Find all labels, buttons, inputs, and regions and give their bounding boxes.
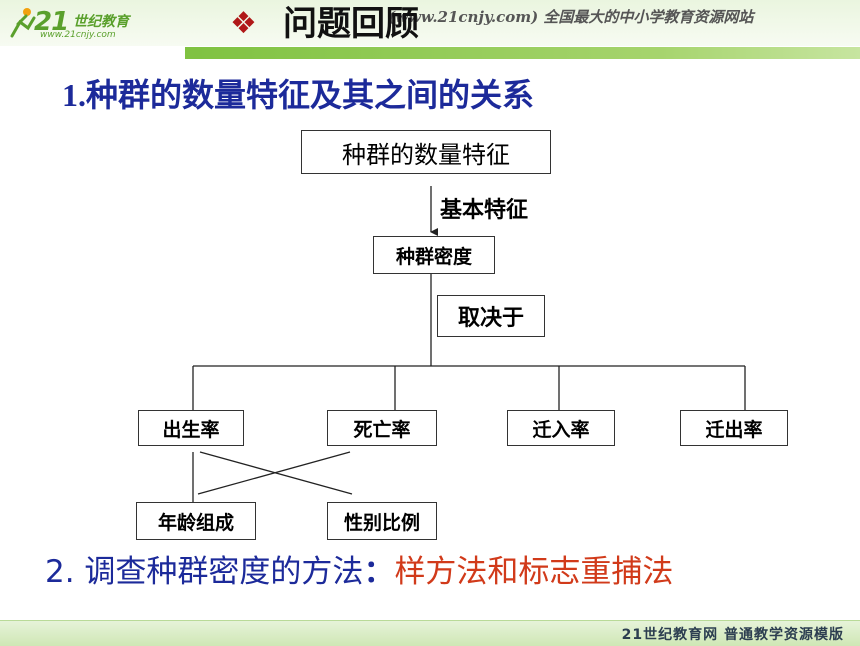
box-sex-ratio: 性别比例 <box>327 502 437 540</box>
question-2-answer: 样方法和标志重捕法 <box>394 554 674 590</box>
box-emigration-rate: 迁出率 <box>680 410 788 446</box>
question-2-prefix: 2. 调查种群密度的方法 <box>45 554 364 590</box>
logo-figure-icon <box>10 8 36 38</box>
question-2: 2. 调查种群密度的方法：样方法和标志重捕法 <box>45 546 673 591</box>
heading-1-number: 1. <box>62 77 86 113</box>
watermark-text: (www.21cnjy.com) 全国最大的中小学教育资源网站 <box>388 8 754 26</box>
header-band <box>0 0 860 46</box>
box-population-density: 种群密度 <box>373 236 495 274</box>
box-age-structure: 年龄组成 <box>136 502 256 540</box>
header-accent-bar <box>185 47 860 59</box>
box-depends-on: 取决于 <box>437 295 545 337</box>
footer-band <box>0 620 860 646</box>
footer-text: 21世纪教育网 普通教学资源模版 <box>621 627 844 643</box>
label-basic-feature: 基本特征 <box>440 198 529 223</box>
question-2-colon: ： <box>363 554 395 590</box>
logo-text: 世纪教育 <box>73 14 129 30</box>
logo-number: 21 <box>34 7 69 37</box>
diamond-bullet-icon: ❖ <box>230 6 257 41</box>
heading-1-text: 种群的数量特征及其之间的关系 <box>86 76 535 114</box>
heading-1: 1.种群的数量特征及其之间的关系 <box>62 70 534 116</box>
cross-line-2 <box>197 451 351 495</box>
box-birth-rate: 出生率 <box>138 410 244 446</box>
section-title: 问题回顾 <box>283 4 419 44</box>
box-death-rate: 死亡率 <box>327 410 437 446</box>
box-immigration-rate: 迁入率 <box>507 410 615 446</box>
box-population-features: 种群的数量特征 <box>301 130 551 174</box>
logo-url: www.21cnjy.com <box>40 30 116 40</box>
